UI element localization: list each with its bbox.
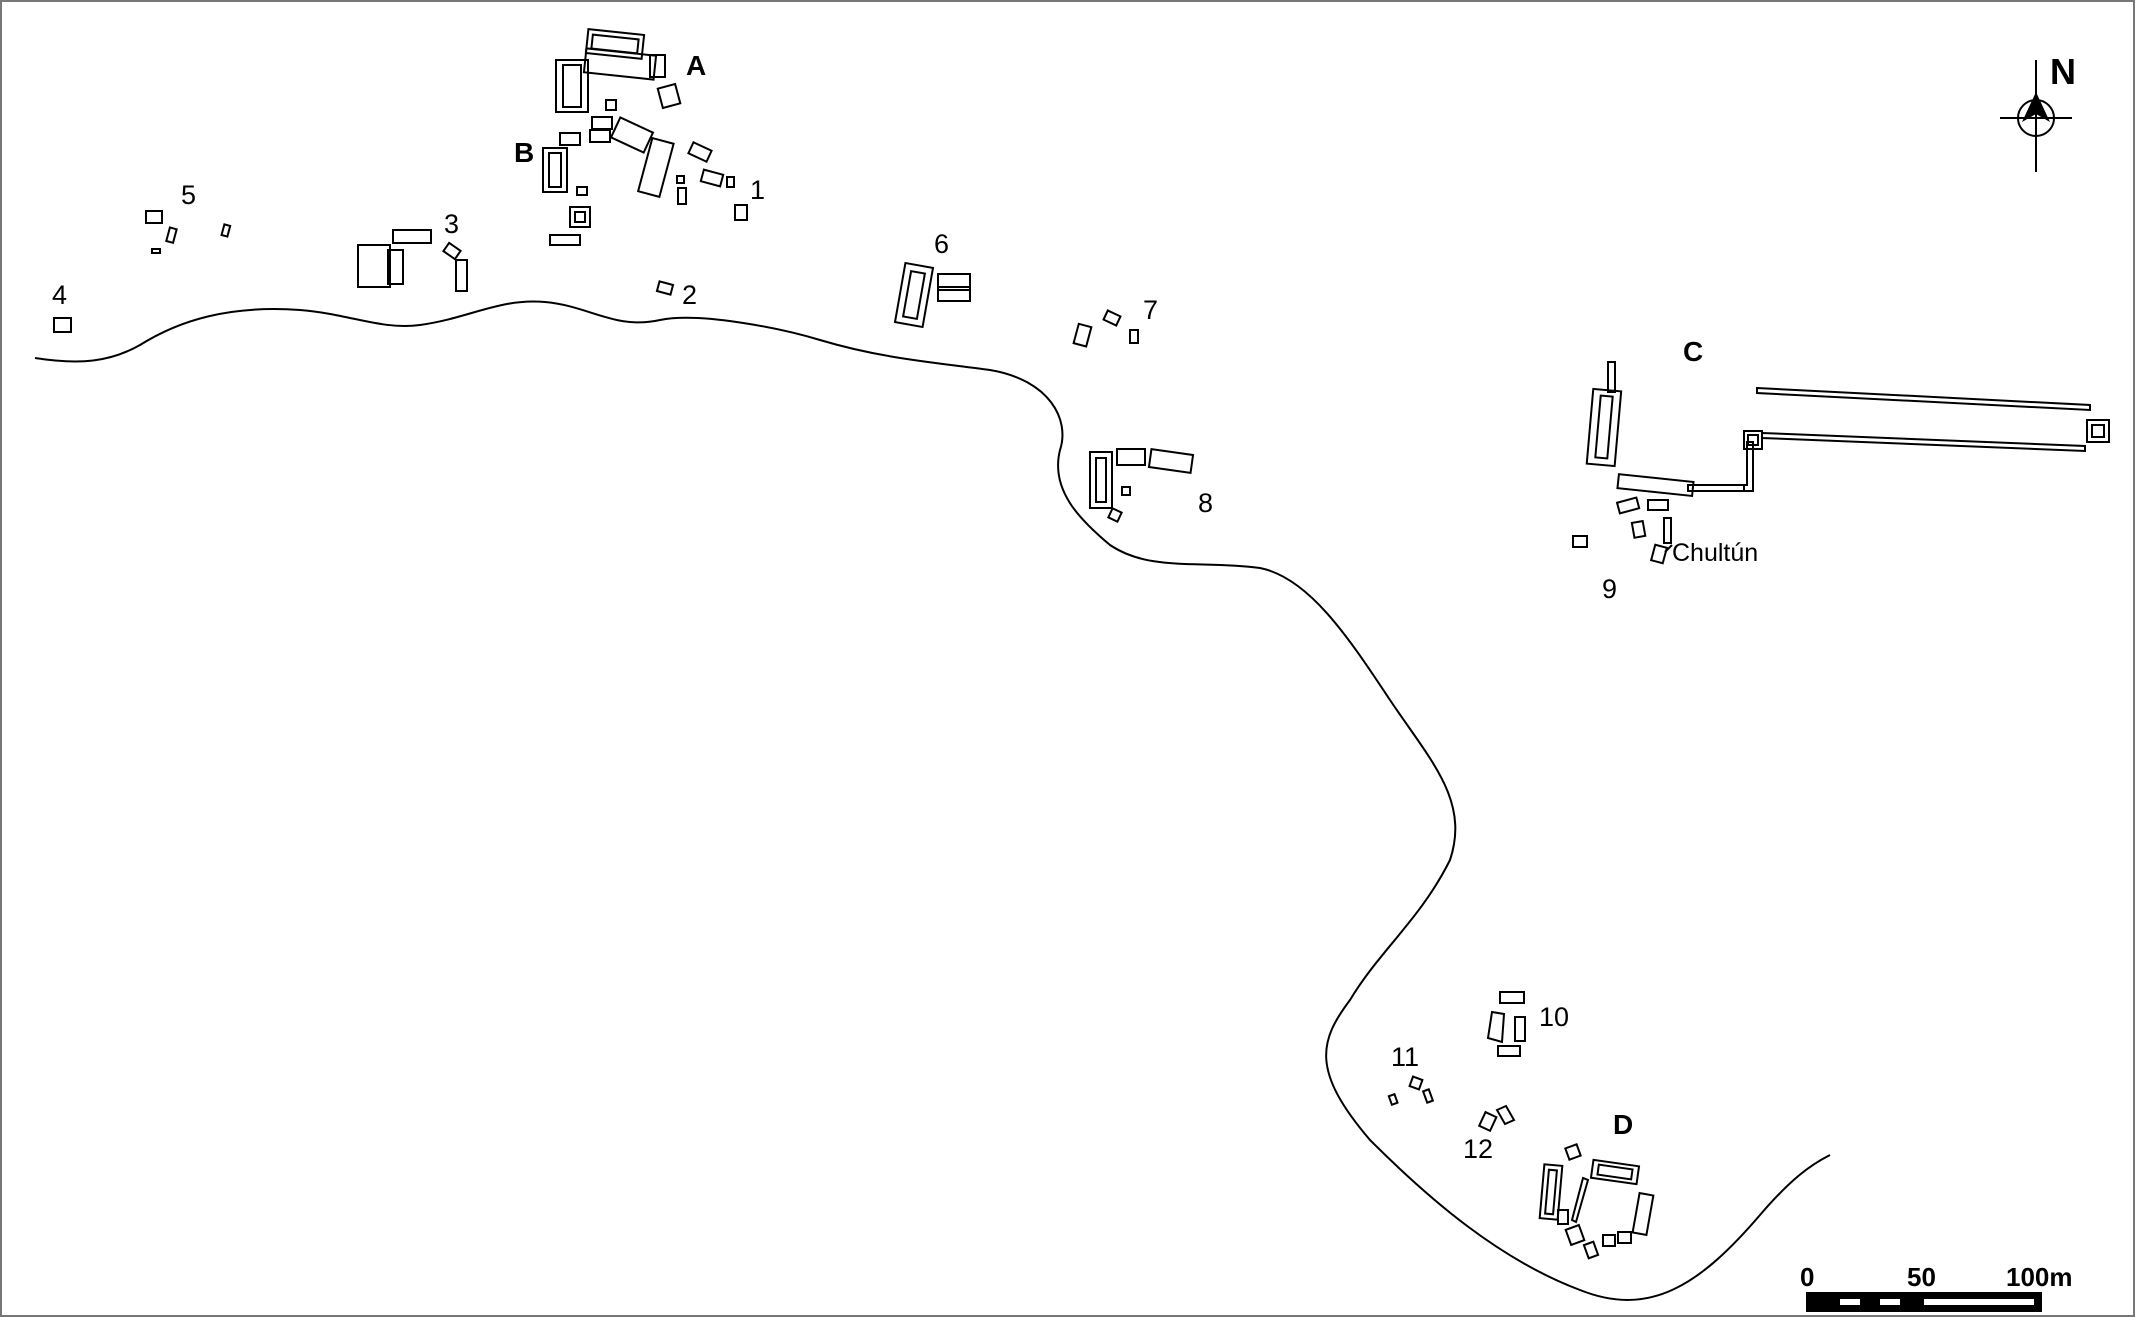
structure-label-2: 2	[682, 280, 697, 310]
group-b-structures	[542, 147, 591, 246]
group-label-b: B	[514, 137, 534, 168]
structure-label-6: 6	[934, 229, 949, 259]
chultun-label: Chultún	[1672, 539, 1758, 567]
river-line	[34, 300, 1831, 1301]
scale-label-0: 0	[1800, 1262, 1814, 1292]
chultun-pointer	[1664, 544, 1673, 553]
scale-bar	[1806, 1292, 2042, 1312]
structure-8-buildings	[1089, 448, 1195, 523]
group-c-structures	[1572, 361, 2110, 565]
structure-label-11: 11	[1391, 1042, 1419, 1072]
structure-label-9: 9	[1602, 574, 1617, 604]
structure-label-10: 10	[1539, 1002, 1569, 1032]
north-arrow-icon	[2000, 60, 2072, 172]
scale-label-50: 50	[1907, 1262, 1936, 1292]
group-label-a: A	[686, 50, 706, 81]
scale-label-100m: 100m	[2006, 1262, 2073, 1292]
structure-3-buildings	[357, 229, 468, 292]
structures-11-12	[1387, 1075, 1516, 1133]
structure-label-5: 5	[181, 180, 196, 210]
north-label: N	[2050, 51, 2076, 92]
structure-6-buildings	[893, 261, 971, 329]
structure-7-buildings	[1072, 309, 1139, 348]
structure-label-1: 1	[750, 175, 765, 205]
structure-label-7: 7	[1143, 295, 1158, 325]
group-label-c: C	[1683, 336, 1703, 367]
structure-label-12: 12	[1463, 1134, 1493, 1164]
group-d-structures	[1538, 1143, 1655, 1260]
structure-label-3: 3	[444, 209, 459, 239]
group-label-d: D	[1613, 1109, 1633, 1140]
structure-label-4: 4	[52, 280, 67, 310]
structure-label-8: 8	[1198, 488, 1213, 518]
group-a-structures	[555, 28, 748, 221]
structures-2-4-5	[53, 210, 675, 333]
structure-10-buildings	[1486, 991, 1526, 1057]
